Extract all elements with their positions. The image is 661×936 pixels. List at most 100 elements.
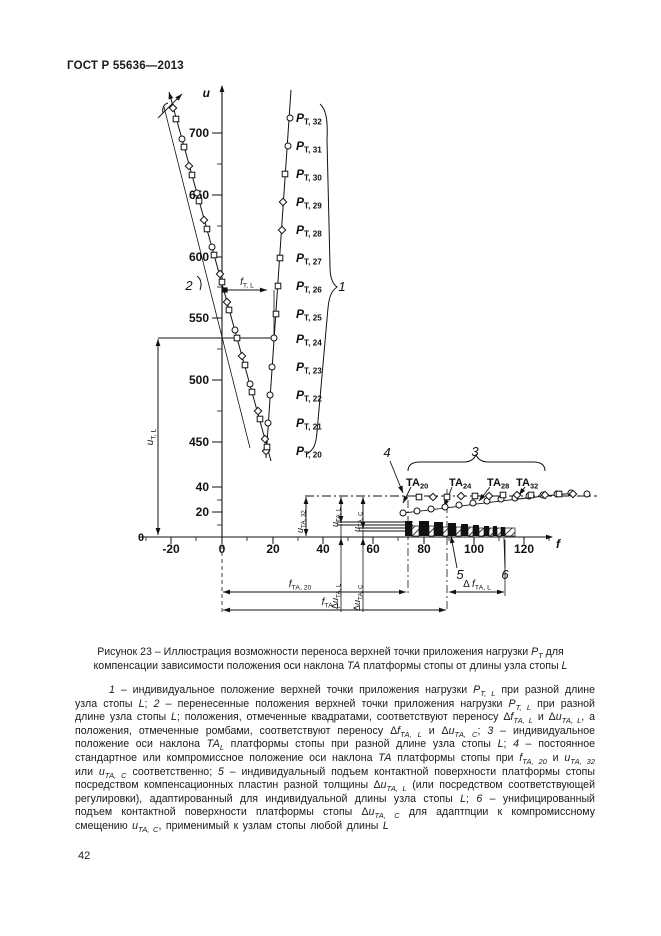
bar-individual-plate [405,521,412,536]
origin-zero-label: 0 [138,532,144,544]
marker-circle [231,326,239,334]
dim-delta-utac-arrow [360,538,366,545]
f-tick-label: 80 [417,542,431,556]
dim-utl-arrow [155,339,161,346]
label-pt30: PТ, 30 [296,167,322,183]
bar-unified-lift [442,526,449,537]
label-utal: uТА, L [330,507,343,527]
marker-diamond [484,491,494,501]
marker-square [555,490,563,498]
dim-ftal-arrow [439,607,446,613]
dim-utal-arrow [338,497,344,504]
figure-legend-paragraph: 1 – индивидуальное положение верхней точ… [75,684,596,835]
callout-1: 1 [338,279,345,294]
marker-circle [246,380,254,388]
dim-ftal-arrow [223,607,230,613]
marker-diamond [253,406,263,416]
callout-5: 5 [456,567,464,582]
marker-circle [441,503,449,511]
marker-circle [268,363,276,371]
label-ftal: fТА, L [322,597,341,610]
u-tick-label: 550 [189,311,209,325]
dim-utac-arrow [360,497,366,504]
marker-square [263,443,271,451]
marker-square [499,491,507,499]
bar-individual-plate [473,525,479,536]
u-tick-label: 20 [196,505,210,519]
marker-circle [208,243,216,251]
marker-circle [264,419,272,427]
dim-delta-ftal-arrow [449,589,456,595]
marker-circle [178,135,186,143]
f-tick-label: 120 [514,542,534,556]
marker-circle [193,189,201,197]
u-tick-label: 500 [189,373,209,387]
dim-uta32-arrow [303,497,309,504]
dim-fta20-arrow [223,589,230,595]
label-ta28: ТА28 [487,477,509,491]
bar-unified-lift [428,525,435,537]
callout-6-line [503,537,506,569]
label-pt24: PТ, 24 [296,332,322,348]
document-header: ГОСТ Р 55636—2013 [67,60,184,72]
label-ta32: ТА32 [516,477,538,491]
brace-3 [407,453,546,472]
bar-individual-plate [493,526,497,536]
label-utac: uТА, С [352,511,365,532]
label-delta-utac: ΔuТА, С [352,584,365,611]
label-pt31: PТ, 31 [296,139,322,155]
marker-square [233,334,241,342]
marker-circle [284,142,292,150]
bar-unified-lift [488,527,494,537]
marker-circle [270,334,278,342]
marker-square [443,493,451,501]
label-fta20: fТА, 20 [289,579,312,592]
callout-3: 3 [471,444,479,459]
marker-square [527,491,535,499]
label-pt25: PТ, 25 [296,307,322,323]
marker-circle [455,501,463,509]
marker-square [203,225,211,233]
label-pt22: PТ, 22 [296,388,322,404]
bar-unified-lift [496,527,502,537]
bar-individual-plate [461,524,468,536]
u-tick-label: 450 [189,435,209,449]
marker-square [415,493,423,501]
f-axis-arrow [546,534,553,540]
marker-circle [583,490,591,498]
dim-fta20-arrow [399,589,406,595]
ta28-arrow-arrow [479,494,486,501]
bar-unified-lift [478,527,485,537]
marker-circle [427,505,435,513]
ta32-arrow-arrow [519,487,526,495]
figure-svg: uf7006506005505004504020-200204060801001… [138,85,597,614]
dim-delta-utal-arrow [338,538,344,545]
marker-diamond [237,351,247,361]
marker-square [281,170,289,178]
callout-5-arrow-arrow [449,536,455,544]
brace-2-hook [196,275,202,291]
marker-square [471,492,479,500]
bar-unified-lift [467,526,474,537]
bar-individual-plate [484,526,489,536]
f-tick-label: 60 [366,542,380,556]
marker-square [276,254,284,262]
page-number: 42 [78,850,91,862]
marker-square [225,306,233,314]
series2-line-arrow [168,92,174,100]
u-tick-label: 600 [189,250,209,264]
figure-caption: Рисунок 23 – Иллюстрация возможности пер… [93,646,568,672]
marker-square [241,361,249,369]
marker-diamond [512,490,522,500]
callout-4-arrow-arrow [398,485,403,493]
label-pt20: PТ, 20 [296,444,322,460]
bar-individual-plate [419,521,429,536]
bar-unified-lift [504,527,516,537]
u-axis-arrow [219,85,225,92]
f-tick-label: -20 [162,542,180,556]
f-axis-label: f [556,537,561,551]
f-tick-label: 40 [316,542,330,556]
dim-uta32-arrow [303,529,309,536]
marker-filled-square [222,287,228,293]
marker-square [272,310,280,318]
